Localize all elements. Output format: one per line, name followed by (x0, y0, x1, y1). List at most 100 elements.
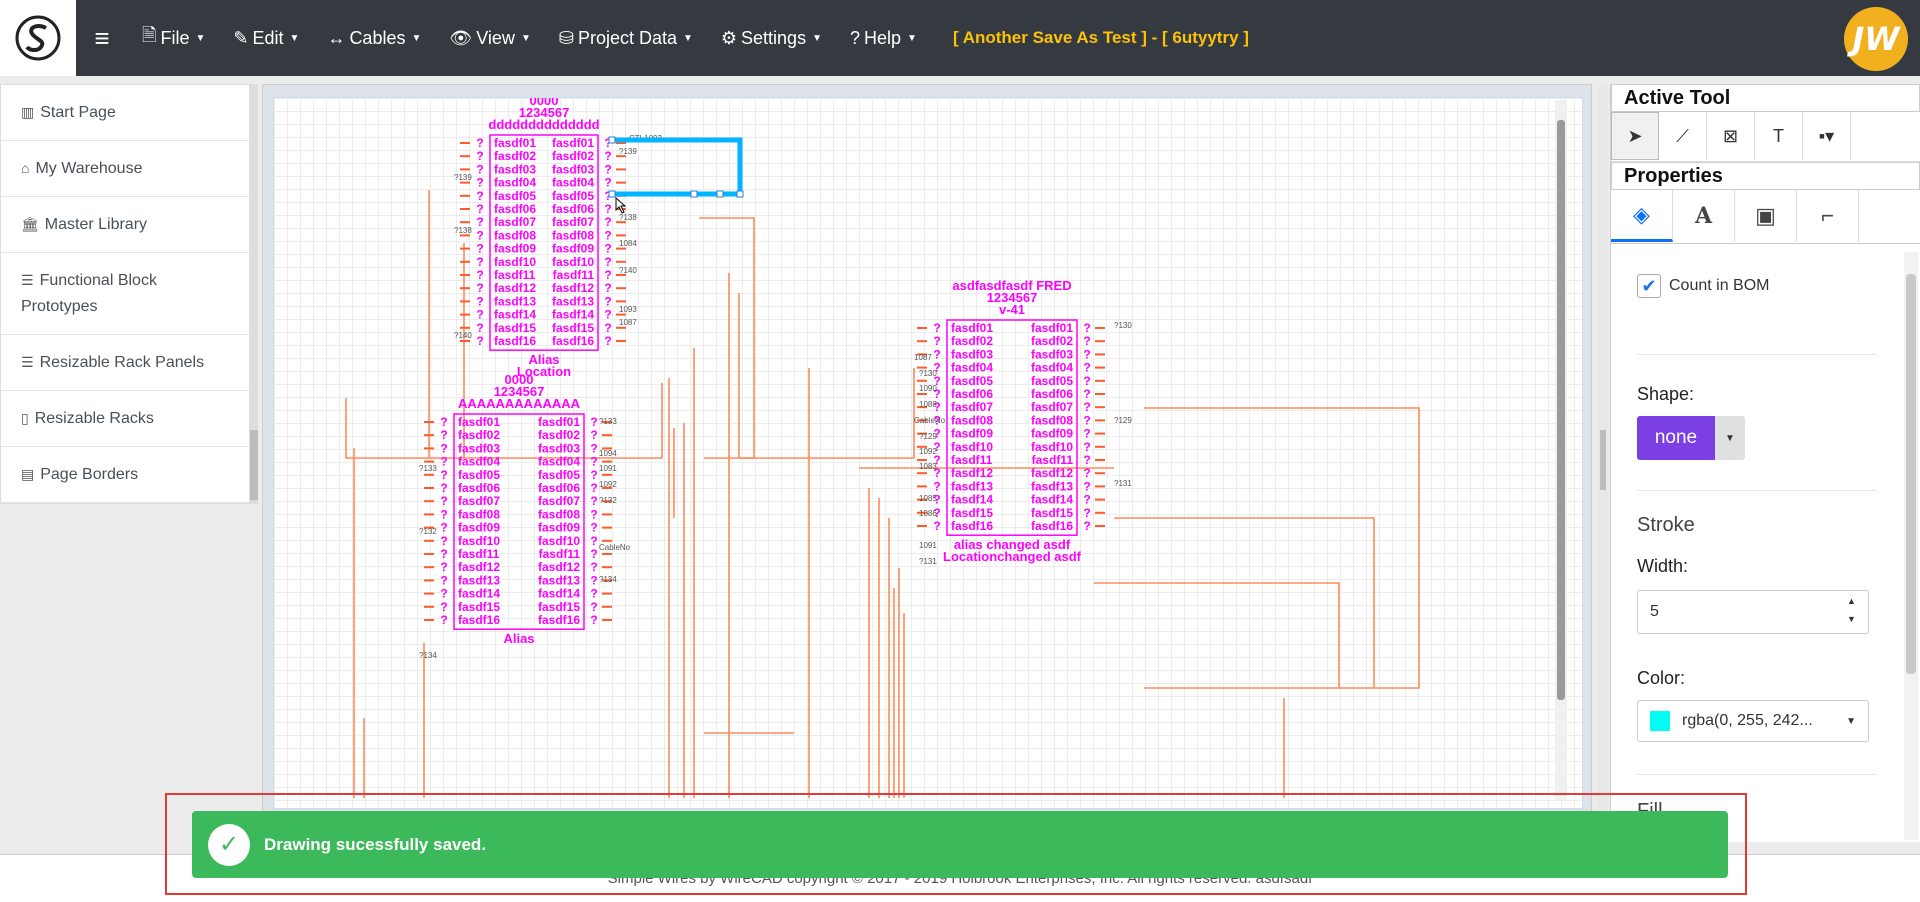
pin-label-right: fasdf05 (538, 468, 580, 482)
cable-number-label: ?138 (454, 226, 472, 235)
spin-up-icon[interactable]: ▲ (1847, 596, 1856, 606)
block-outline (489, 134, 599, 351)
pin-unconnected-right: ? (590, 455, 597, 469)
tab-font[interactable]: A (1673, 190, 1735, 242)
polyline-icon: ⟋ (1676, 125, 1689, 146)
sidebar-item-resizable-rack-panels[interactable]: ☰Resizable Rack Panels (1, 335, 249, 391)
pin-label-left: fasdf12 (494, 281, 536, 295)
sidebar-item-page-borders[interactable]: ▤Page Borders (1, 447, 249, 503)
stroke-color-select[interactable]: rgba(0, 255, 242... ▼ (1637, 700, 1869, 742)
sidebar-item-label: Functional Block Prototypes (21, 272, 157, 315)
pin-unconnected-right: ? (590, 587, 597, 601)
pointer-icon: ➤ (1627, 125, 1643, 146)
wire-10 (738, 293, 915, 459)
app-logo[interactable] (0, 0, 76, 76)
block-footer-text: alias changed asdf (954, 537, 1071, 552)
spin-down-icon[interactable]: ▼ (1847, 614, 1856, 624)
pin-label-left: fasdf02 (458, 428, 500, 442)
sidebar-item-master-library[interactable]: 🏛Master Library (1, 197, 249, 253)
wire-19 (1114, 517, 1375, 688)
pin-label-left: fasdf11 (494, 268, 536, 282)
sidebar-item-resizable-racks[interactable]: ▯Resizable Racks (1, 391, 249, 447)
sidebar-item-functional-block-prototypes[interactable]: ☰Functional Block Prototypes (1, 253, 249, 335)
properties-scroll-thumb[interactable] (1906, 274, 1916, 674)
cable-number-label: ?140 (619, 266, 637, 275)
save-success-toast[interactable]: ✓ Drawing sucessfully saved. (192, 811, 1728, 878)
pin-unconnected-right: ? (1083, 440, 1090, 454)
count-in-bom-checkbox[interactable]: ✔ (1637, 274, 1661, 298)
tab-line-style[interactable]: ⌐ (1797, 190, 1859, 242)
pin-unconnected-right: ? (604, 162, 611, 176)
right-panel: Active Tool ➤ ⟋ ⊠ T ▪▾ Properties ◈ A ▣ … (1610, 84, 1920, 842)
pin-unconnected-left: ? (476, 334, 483, 348)
pin-label-right: fasdf15 (552, 321, 594, 335)
tab-image[interactable]: ▣ (1735, 190, 1797, 242)
caret-down-icon: ▼ (682, 32, 693, 44)
pin-label-right: fasdf08 (538, 507, 580, 521)
pin-label-right: fasdf11 (553, 268, 595, 282)
pin-unconnected-left: ? (476, 136, 483, 150)
sidebar-item-label: Resizable Racks (34, 410, 154, 427)
pin-unconnected-right: ? (604, 202, 611, 216)
user-avatar[interactable]: JW (1844, 7, 1908, 71)
pin-unconnected-left: ? (933, 479, 940, 493)
pin-label-left: fasdf13 (458, 573, 500, 587)
pin-label-left: fasdf05 (951, 374, 993, 388)
pin-label-right: fasdf01 (1031, 321, 1073, 335)
text-tool-button[interactable]: T (1755, 112, 1803, 160)
caret-down-icon: ▼ (195, 32, 206, 44)
shape-dropdown-toggle[interactable]: ▼ (1715, 416, 1745, 460)
pin-unconnected-left: ? (933, 374, 940, 388)
pin-unconnected-left: ? (476, 281, 483, 295)
wire-tool-button[interactable]: ⟋ (1659, 112, 1707, 160)
toast-highlight-outline (165, 793, 1747, 895)
pin-label-right: fasdf10 (552, 255, 594, 269)
block-tool-button[interactable]: ⊠ (1707, 112, 1755, 160)
menu-settings[interactable]: ⚙Settings▼ (707, 0, 836, 76)
block-footer-text: Location (517, 364, 571, 379)
pin-unconnected-left: ? (440, 455, 447, 469)
node-icon: ⊠ (1722, 125, 1739, 146)
block-header-desc: dddddddddddddd (488, 117, 599, 132)
pin-unconnected-right: ? (1083, 479, 1090, 493)
cable-number-label: ?130 (919, 369, 937, 378)
pin-label-right: fasdf06 (538, 481, 580, 495)
sidebar: ▥Start Page ⌂My Warehouse 🏛Master Librar… (0, 84, 250, 504)
divider (1637, 774, 1877, 775)
pin-unconnected-right: ? (1083, 387, 1090, 401)
sidebar-item-start-page[interactable]: ▥Start Page (1, 85, 249, 141)
pin-label-left: fasdf01 (951, 321, 993, 335)
menu-view[interactable]: 👁View▼ (435, 0, 544, 76)
menu-file[interactable]: 🗎File▼ (128, 0, 219, 76)
pin-unconnected-right: ? (1083, 466, 1090, 480)
pin-unconnected-left: ? (440, 468, 447, 482)
pin-label-left: fasdf05 (458, 468, 500, 482)
width-spinner[interactable]: ▲▼ (1847, 592, 1856, 628)
divider (1637, 354, 1877, 355)
splitter-grip[interactable] (1600, 430, 1606, 490)
hamburger-menu-icon[interactable]: ≡ (94, 22, 110, 53)
pointer-tool-button[interactable]: ➤ (1611, 112, 1659, 160)
eye-icon: 👁 (449, 27, 473, 48)
cable-number-label: ?134 (599, 575, 617, 584)
pin-unconnected-right: ? (604, 294, 611, 308)
properties-title: Properties (1611, 162, 1920, 190)
menu-project-data[interactable]: ⛁Project Data▼ (545, 0, 707, 76)
menu-help[interactable]: ?Help▼ (836, 0, 931, 76)
shape-select-button[interactable]: none (1637, 416, 1715, 460)
count-in-bom-row[interactable]: ✔ Count in BOM (1637, 274, 1769, 298)
tab-fill[interactable]: ◈ (1611, 190, 1673, 242)
block-header-name: 0000 (530, 98, 559, 108)
sidebar-item-my-warehouse[interactable]: ⌂My Warehouse (1, 141, 249, 197)
menu-cables[interactable]: ↔Cables▼ (313, 0, 435, 76)
stroke-width-input[interactable]: 5 (1637, 590, 1869, 634)
sidebar-scroll-thumb[interactable] (250, 430, 258, 500)
shapes-tool-dropdown[interactable]: ▪▾ (1803, 112, 1851, 160)
sidebar-scrollbar[interactable] (250, 84, 258, 504)
menu-edit[interactable]: ✎Edit▼ (219, 0, 313, 76)
canvas-vertical-scroll-thumb[interactable] (1557, 120, 1565, 700)
cable-number-label: ?132 (599, 496, 617, 505)
cable-number-label: 1090 (919, 384, 937, 393)
